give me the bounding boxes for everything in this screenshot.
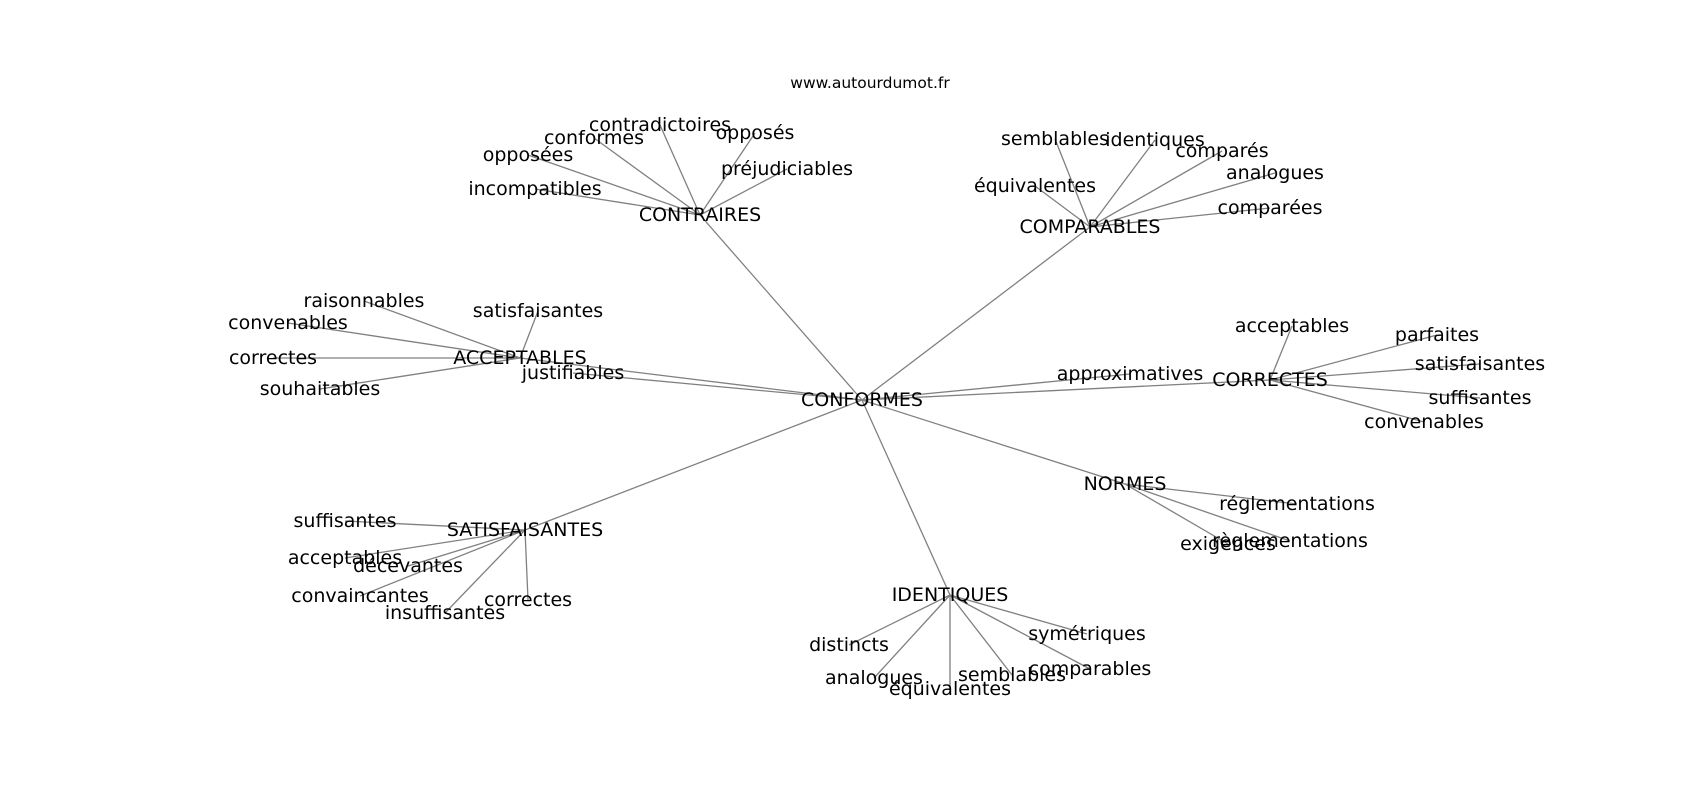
leaf-word[interactable]: exigences	[1180, 533, 1276, 555]
edge-hub-leaf	[873, 594, 951, 679]
leaf-word[interactable]: insuffisantes	[385, 602, 505, 624]
edge-hub-leaf	[1124, 483, 1291, 542]
leaf-word[interactable]: satisfaisantes	[473, 300, 603, 322]
source-label: www.autourdumot.fr	[790, 74, 950, 92]
edge-hub-leaf	[407, 529, 526, 567]
edge-center-leaf	[572, 372, 863, 401]
edge-hub-leaf	[524, 529, 529, 601]
leaf-word[interactable]: décevantes	[353, 555, 463, 577]
edge-hub-leaf	[1089, 150, 1223, 228]
edge-center-hub	[699, 214, 863, 401]
edge-hub-leaf	[534, 188, 701, 216]
leaf-word[interactable]: satisfaisantes	[1415, 353, 1545, 375]
leaf-word[interactable]: conformes	[544, 127, 644, 149]
leaf-word[interactable]: correctes	[229, 347, 317, 369]
leaf-word[interactable]: opposés	[716, 122, 795, 144]
leaf-word[interactable]: équivalentes	[889, 678, 1011, 700]
edge-hub-leaf	[949, 594, 1013, 676]
leaf-word[interactable]: règlementations	[1212, 530, 1368, 552]
edge-hub-leaf	[949, 594, 1088, 635]
edge-hub-leaf	[1269, 325, 1293, 381]
hub-word[interactable]: IDENTIQUES	[892, 584, 1009, 606]
edge-hub-leaf	[1269, 363, 1481, 381]
leaf-word[interactable]: identiques	[1105, 129, 1205, 151]
leaf-word[interactable]: convaincantes	[291, 585, 429, 607]
leaf-word[interactable]: convenables	[228, 312, 348, 334]
edge-center-leaf	[861, 373, 1131, 401]
edge-hub-leaf	[1124, 483, 1229, 545]
leaf-word[interactable]: analogues	[1226, 162, 1324, 184]
leaf-word[interactable]: suffisantes	[1429, 387, 1532, 409]
edge-center-hub	[524, 399, 863, 531]
edge-hub-leaf	[659, 124, 701, 216]
leaf-word[interactable]: souhaitables	[260, 378, 381, 400]
leaf-word[interactable]: semblables	[958, 664, 1066, 686]
leaf-word[interactable]: suffisantes	[294, 510, 397, 532]
edge-hub-leaf	[363, 300, 521, 359]
leaf-word[interactable]: correctes	[484, 589, 572, 611]
edge-hub-leaf	[1089, 207, 1271, 228]
edge-hub-leaf	[699, 132, 756, 216]
leaf-word[interactable]: comparés	[1175, 140, 1268, 162]
edge-hub-leaf	[287, 322, 521, 359]
leaf-word[interactable]: équivalentes	[974, 175, 1096, 197]
edge-hub-leaf	[344, 520, 526, 531]
hub-word[interactable]: COMPARABLES	[1020, 216, 1161, 238]
edge-hub-leaf	[1089, 139, 1156, 228]
leaf-word[interactable]: incompatibles	[468, 178, 601, 200]
edge-hub-leaf	[1269, 334, 1438, 381]
edge-hub-leaf	[1269, 379, 1481, 399]
leaf-word[interactable]: approximatives	[1057, 363, 1203, 385]
leaf-word[interactable]: analogues	[825, 667, 923, 689]
leaf-word[interactable]: acceptables	[1235, 315, 1349, 337]
leaf-word[interactable]: raisonnables	[304, 290, 425, 312]
edges-layer	[273, 124, 1481, 689]
hub-word[interactable]: SATISFAISANTES	[447, 519, 603, 541]
leaf-word[interactable]: distincts	[809, 634, 889, 656]
edge-center-hub	[861, 399, 951, 596]
leaf-word[interactable]: comparées	[1218, 197, 1323, 219]
edge-hub-leaf	[1054, 138, 1091, 228]
edge-hub-leaf	[519, 310, 539, 359]
leaf-word[interactable]: préjudiciables	[721, 158, 853, 180]
edge-hub-leaf	[344, 529, 526, 559]
edge-center-hub	[861, 379, 1271, 401]
edge-center-hub	[861, 399, 1126, 485]
leaf-word[interactable]: acceptables	[288, 547, 402, 569]
leaf-word[interactable]: comparables	[1029, 658, 1152, 680]
edge-hub-leaf	[949, 594, 1091, 670]
edge-center-hub	[519, 357, 863, 401]
edge-hub-leaf	[1089, 172, 1276, 228]
leaf-word[interactable]: convenables	[1364, 411, 1484, 433]
edge-hub-leaf	[848, 594, 951, 646]
edge-hub-leaf	[319, 357, 521, 390]
edge-hub-leaf	[593, 137, 701, 216]
hub-word[interactable]: ACCEPTABLES	[453, 347, 586, 369]
hub-word[interactable]: CORRECTES	[1212, 369, 1328, 391]
hub-word[interactable]: CONTRAIRES	[639, 204, 761, 226]
edge-hub-leaf	[699, 168, 788, 216]
edge-hub-leaf	[1269, 379, 1425, 423]
hub-word[interactable]: NORMES	[1084, 473, 1167, 495]
leaf-word[interactable]: semblables	[1001, 128, 1109, 150]
leaf-word[interactable]: symétriques	[1028, 623, 1146, 645]
edge-hub-leaf	[1034, 185, 1091, 228]
leaf-word[interactable]: parfaites	[1395, 324, 1479, 346]
leaf-word[interactable]: opposées	[483, 144, 574, 166]
edge-hub-leaf	[359, 529, 526, 597]
edge-center-hub	[861, 226, 1091, 401]
edge-hub-leaf	[1124, 483, 1298, 505]
labels-layer: CONFORMES CONTRAIRES contradictoiresconfor…	[228, 114, 1545, 700]
edge-hub-leaf	[527, 154, 701, 216]
leaf-word[interactable]: justifiables	[521, 362, 625, 384]
edge-hub-leaf	[444, 529, 526, 614]
leaf-word[interactable]: réglementations	[1219, 493, 1375, 515]
center-word[interactable]: CONFORMES	[801, 389, 923, 411]
leaf-word[interactable]: contradictoires	[589, 114, 731, 136]
